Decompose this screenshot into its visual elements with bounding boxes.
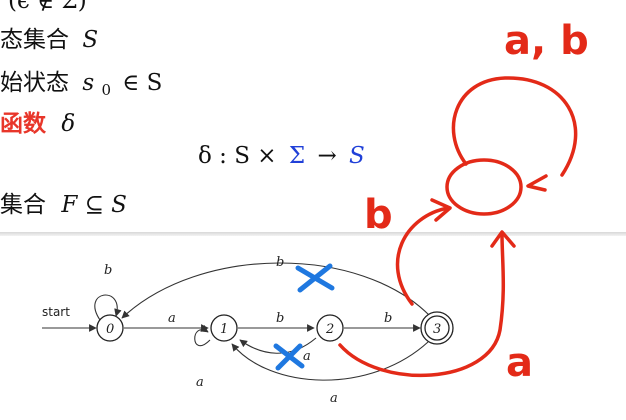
- transition-function-line: 函数 δ: [0, 111, 75, 137]
- edge-2-1: [239, 337, 317, 354]
- section-divider: [0, 232, 626, 236]
- label-e31: a: [330, 391, 338, 406]
- state-0: 0: [96, 314, 124, 342]
- label-e12: b: [276, 311, 284, 326]
- svg-text:1: 1: [220, 322, 228, 337]
- state-3-accepting: 3: [420, 311, 454, 345]
- arrow-a-head: [490, 230, 516, 248]
- start-label: start: [42, 305, 70, 319]
- state-set-line: 态集合 S: [0, 27, 98, 53]
- label-e21: a: [303, 349, 311, 364]
- arrow-b-head: [430, 198, 452, 222]
- svg-text:2: 2: [325, 322, 334, 337]
- label-self1: a: [196, 375, 204, 390]
- label-e01: a: [168, 311, 176, 326]
- self-loop-1: [194, 324, 211, 347]
- arrow-b-to-dead: [395, 206, 450, 306]
- accept-set-line: 集合 F ⊆ S: [0, 192, 127, 218]
- edge-3-0: [121, 262, 431, 319]
- annotation-a: a: [506, 340, 533, 386]
- label-self0: b: [104, 263, 112, 278]
- label-e30: b: [276, 255, 284, 270]
- svg-text:3: 3: [433, 322, 441, 337]
- initial-state-line: 始状态 s 0 ∈ S: [0, 70, 162, 101]
- state-2: 2: [316, 314, 344, 342]
- transition-formula: δ : S × Σ → S: [198, 143, 365, 169]
- dead-state-self-loop: [451, 76, 578, 177]
- definition-block: (ϵ ∉ Σ) 态集合 S 始状态 s 0 ∈ S 函数 δ δ : S × Σ…: [0, 0, 365, 218]
- svg-text:0: 0: [106, 322, 114, 337]
- dfa-diagram: start b a b b b a a a: [42, 255, 454, 406]
- handwritten-annotations: a, b b a: [273, 18, 589, 386]
- edge-3-1: [231, 341, 429, 381]
- state-1: 1: [210, 314, 238, 342]
- cross-mark-edge-2-1: [273, 343, 305, 371]
- epsilon-condition: (ϵ ∉ Σ): [8, 0, 87, 14]
- dead-state-circle: [445, 158, 523, 216]
- annotation-ab: a, b: [504, 18, 589, 64]
- label-e23: b: [384, 311, 392, 326]
- arrow-a-to-dead: [338, 232, 506, 378]
- annotation-b: b: [364, 192, 393, 238]
- cross-mark-edge-3-0: [295, 263, 335, 293]
- self-loop-0: [94, 294, 122, 321]
- dead-loop-arrowhead: [526, 174, 548, 192]
